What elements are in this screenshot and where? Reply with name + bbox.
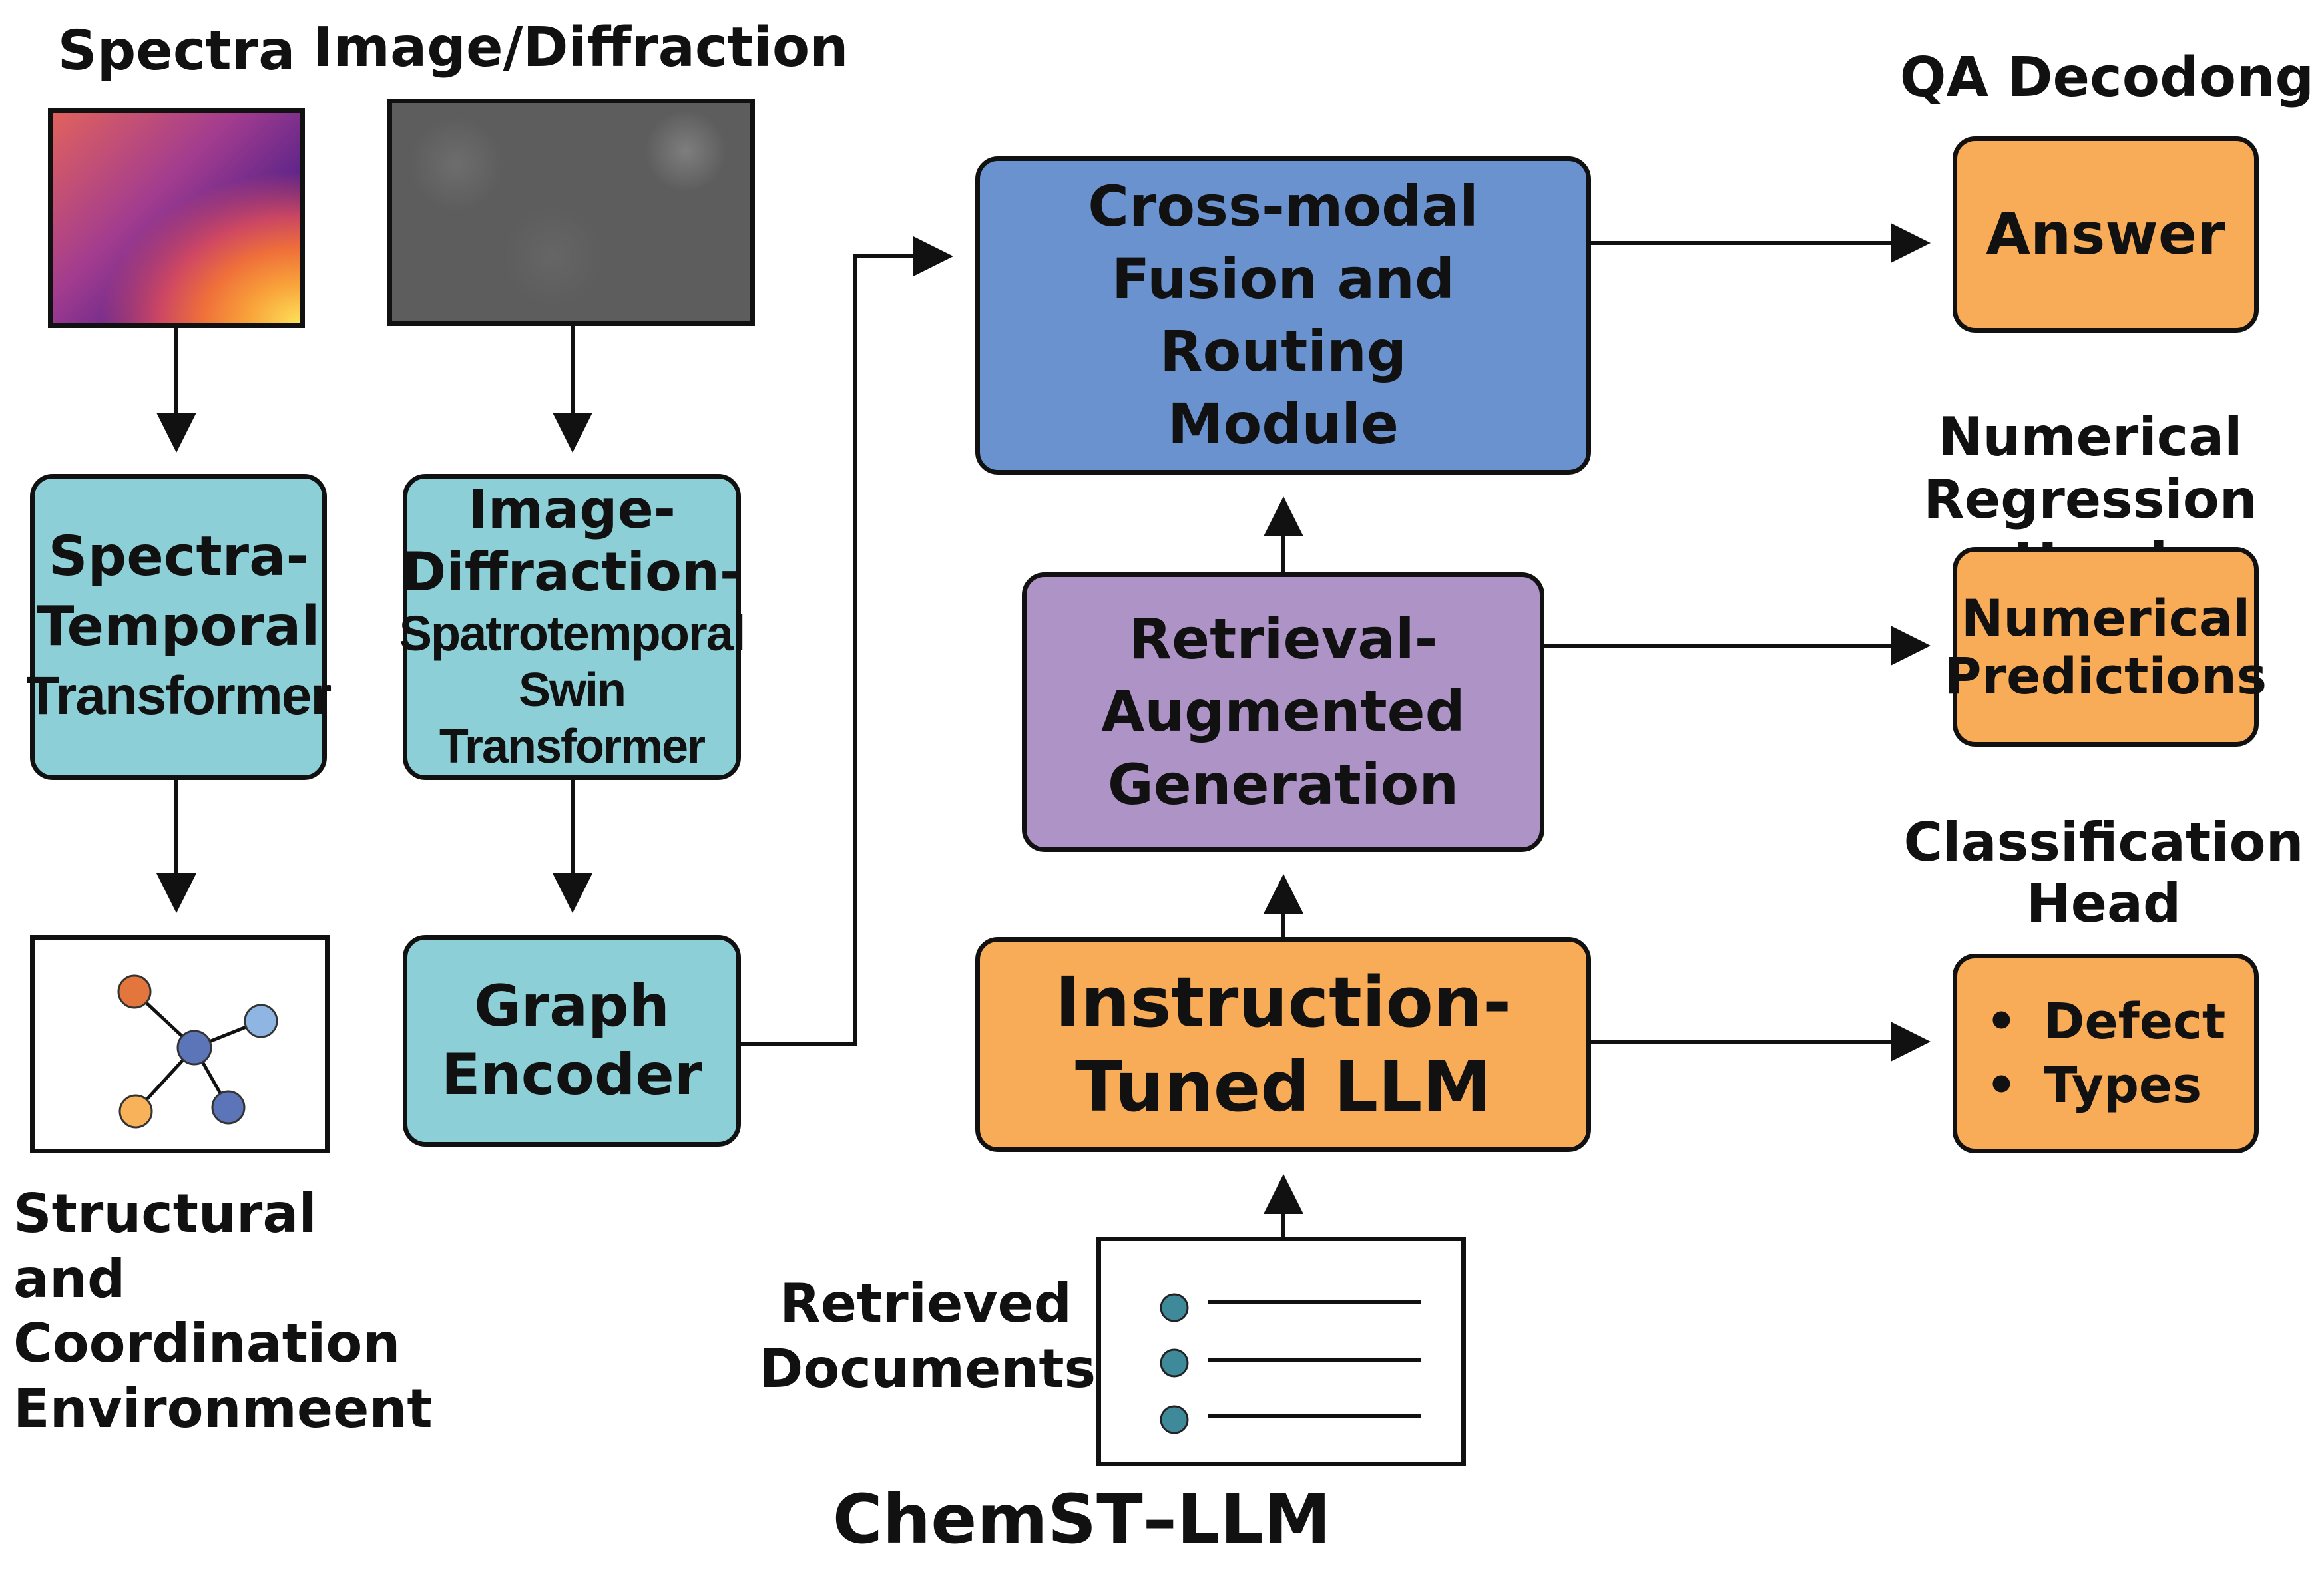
arrow-graph-to-fusion — [741, 236, 953, 1046]
classification-head-label: Classification Head — [1903, 811, 2304, 934]
structural-label: Structural and Coordination Environmeent — [13, 1183, 433, 1440]
classification-output-box: •Defect •Types — [1953, 954, 2259, 1153]
instruction-tuned-llm-box: Instruction- Tuned LLM — [975, 937, 1591, 1152]
qa-decoding-label: QA Decodong — [1899, 46, 2315, 109]
diagram-title: ChemST–LLM — [832, 1480, 1331, 1559]
spectra-temporal-transformer-box: Spectra- Temporal Transformer — [27, 474, 332, 780]
classification-list: •Defect •Types — [1986, 990, 2226, 1117]
image-diffraction-label: Image/Diffraction — [313, 16, 849, 79]
graph-node-blue — [211, 1090, 246, 1125]
list-item: •Types — [1985, 1057, 2202, 1114]
graph-node-yellow — [118, 1094, 153, 1129]
retrieved-documents-icon — [1096, 1237, 1466, 1466]
retrieval-augmented-generation-box: Retrieval- Augmented Generation — [1022, 572, 1544, 852]
image-diffraction-swin-transformer-box: Image- Diffraction- Spatrotemporal Swin … — [399, 474, 746, 780]
numerical-predictions-box: Numerical Predictions — [1945, 547, 2267, 747]
retrieved-documents-label: Retrieved Documents — [759, 1273, 1096, 1400]
graph-node-orange — [117, 974, 152, 1009]
graph-node-lightblue — [244, 1004, 278, 1038]
graph-encoder-box: Graph Encoder — [403, 935, 741, 1147]
cross-modal-fusion-box: Cross-modal Fusion and Routing Module — [975, 156, 1591, 475]
diffraction-image — [387, 99, 755, 326]
list-item: •Defect — [1985, 992, 2226, 1050]
spectra-heatmap-image — [48, 108, 305, 328]
answer-box: Answer — [1953, 136, 2259, 333]
graph-node-center — [176, 1030, 212, 1066]
structural-graph-image — [30, 935, 330, 1153]
spectra-label: Spectra — [57, 19, 296, 83]
